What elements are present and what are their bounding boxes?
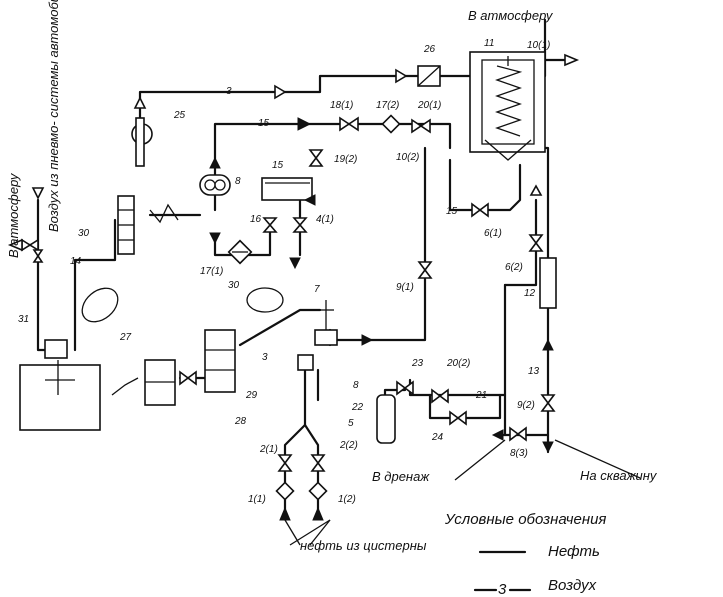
separator-7 (314, 300, 338, 346)
legend-air-label: Воздух (548, 577, 597, 594)
label-1-2: 1(2) (338, 494, 356, 505)
label-15c: 15 (446, 206, 458, 217)
label-22: 22 (351, 402, 364, 413)
filter-17-1 (227, 239, 253, 265)
label-3b: 3 (262, 352, 268, 363)
label-17-2: 17(2) (376, 100, 399, 111)
legend-oil-label: Нефть (548, 543, 600, 560)
compressor-25 (131, 117, 153, 167)
label-11: 11 (484, 38, 494, 49)
gearbox-27 (111, 359, 176, 406)
label-15b: 15 (272, 160, 284, 171)
pump-block-30 (117, 195, 179, 255)
label-30a: 30 (78, 228, 90, 239)
label-6-1: 6(1) (484, 228, 502, 239)
caption-to-atmosphere-left: В атмосферу (6, 172, 21, 258)
label-2-1: 2(1) (259, 444, 278, 455)
label-15a: 15 (258, 118, 270, 129)
legend: Условные обозначения Нефть 3 Воздух (444, 511, 606, 597)
label-10-2: 10(2) (396, 152, 419, 163)
label-23: 23 (411, 358, 424, 369)
unit-3 (297, 354, 314, 371)
label-3a: 3 (226, 86, 232, 97)
label-10-1: 10(1) (527, 40, 550, 51)
label-8-3: 8(3) (510, 448, 528, 459)
flow-arrows (7, 53, 580, 521)
label-31: 31 (18, 314, 29, 325)
rotation-indicator (81, 287, 284, 323)
pump-29 (204, 329, 236, 393)
cylinder-22 (376, 394, 396, 444)
leader-lines (284, 439, 641, 546)
valves (21, 116, 556, 472)
label-7: 7 (314, 284, 320, 295)
label-9-1: 9(1) (396, 282, 414, 293)
legend-title: Условные обозначения (444, 511, 606, 528)
caption-to-well: На скважину (580, 468, 658, 483)
label-29: 29 (245, 390, 258, 401)
pump-8 (199, 174, 231, 196)
label-8: 8 (235, 176, 241, 187)
label-25: 25 (173, 110, 186, 121)
label-24: 24 (431, 432, 444, 443)
label-6-2: 6(2) (505, 262, 523, 273)
label-9-2: 9(2) (517, 400, 535, 411)
component-labels: 26 11 10(1) 25 3 15 18(1) 17(2) 20(1) 19… (18, 38, 550, 505)
tank-15 (261, 177, 313, 201)
label-20-1: 20(1) (417, 100, 441, 111)
label-30b: 30 (228, 280, 240, 291)
label-13: 13 (528, 366, 540, 377)
air-filter-26 (417, 65, 441, 87)
label-5: 5 (348, 418, 354, 429)
engine-block (19, 339, 101, 431)
label-18-1: 18(1) (330, 100, 353, 111)
label-1-1: 1(1) (248, 494, 266, 505)
label-16: 16 (250, 214, 262, 225)
caption-to-atmosphere-top: В атмосферу (468, 8, 554, 23)
caption-oil-from-tank: нефть из цистерны (300, 538, 427, 553)
label-20-2: 20(2) (446, 358, 470, 369)
label-28: 28 (234, 416, 247, 427)
caption-air-from-vehicle: Воздух из пневмо- системы автомобиля (46, 0, 61, 232)
legend-air-mark: 3 (498, 581, 507, 597)
label-8b: 8 (353, 380, 359, 391)
label-19-2: 19(2) (334, 154, 357, 165)
intake-filters (275, 481, 328, 501)
heat-exchanger-11 (469, 51, 546, 161)
label-14: 14 (70, 256, 82, 267)
label-2-2: 2(2) (339, 440, 358, 451)
unit-12 (539, 257, 557, 309)
label-27: 27 (119, 332, 132, 343)
label-17-1: 17(1) (200, 266, 223, 277)
label-21: 21 (475, 390, 487, 401)
caption-to-drainage: В дренаж (372, 469, 430, 484)
label-26: 26 (423, 44, 436, 55)
flow-captions: В атмосферу В атмосферу Воздух из пневмо… (6, 0, 658, 553)
filter-17-2 (381, 114, 401, 134)
label-4-1: 4(1) (316, 214, 334, 225)
label-12: 12 (524, 288, 536, 299)
